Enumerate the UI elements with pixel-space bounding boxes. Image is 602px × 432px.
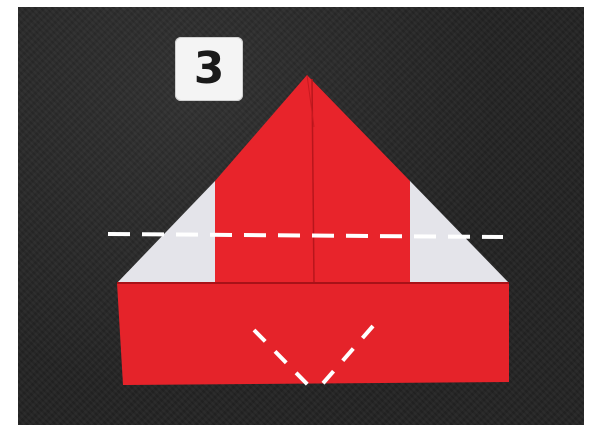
origami-figure [107, 74, 509, 391]
right-white-flap [410, 181, 509, 283]
left-white-flap [117, 181, 215, 283]
fold-line-v-left-icon [252, 328, 314, 391]
origami-photo: 3 [18, 7, 584, 425]
step-number: 3 [193, 43, 225, 94]
peak-crease-left [306, 74, 315, 128]
fold-line-v-right-icon [316, 324, 375, 391]
step-badge: 3 [175, 37, 243, 101]
red-bottom-band [117, 283, 509, 385]
